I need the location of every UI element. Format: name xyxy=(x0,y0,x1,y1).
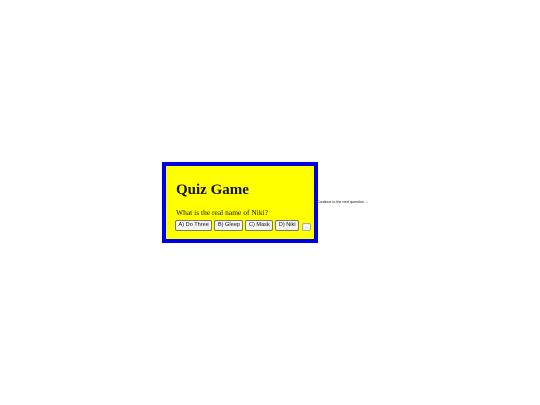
quiz-title: Quiz Game xyxy=(176,182,249,198)
answer-c-button[interactable]: C) Mask xyxy=(245,220,274,231)
answer-options: A) Do Three B) Gleep C) Mask D) Niki ... xyxy=(175,220,312,231)
quiz-panel: Quiz Game What is the real name of Niki?… xyxy=(162,162,318,243)
answer-a-button[interactable]: A) Do Three xyxy=(175,220,213,231)
continue-link[interactable]: Continue to the next question → xyxy=(317,200,369,204)
answer-d-button[interactable]: D) Niki xyxy=(275,220,300,231)
answer-b-button[interactable]: B) Gleep xyxy=(214,220,244,231)
question-text: What is the real name of Niki? xyxy=(176,208,269,217)
next-button[interactable]: ... xyxy=(302,223,312,231)
